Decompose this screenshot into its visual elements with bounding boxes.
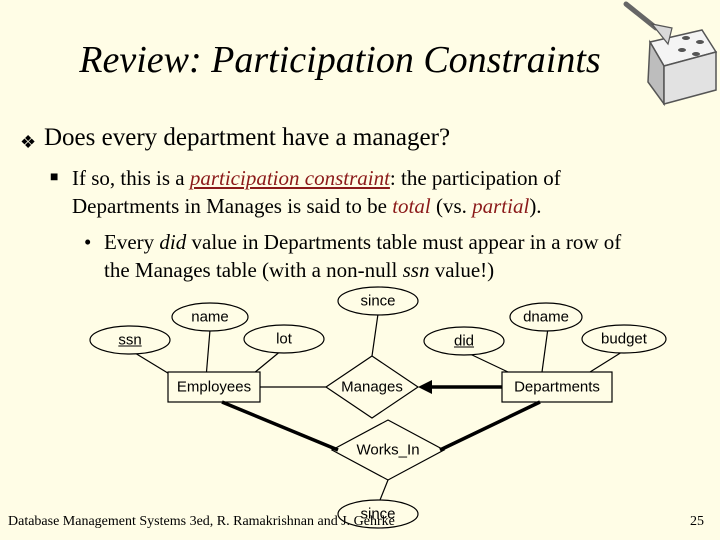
attr-lot xyxy=(243,324,325,354)
page-number: 25 xyxy=(690,514,704,529)
bullet-diamond-icon: ❖ xyxy=(20,132,37,152)
attr-since-top xyxy=(337,286,419,316)
attr-ssn xyxy=(89,325,171,355)
partial-term: partial xyxy=(472,194,530,218)
attr-dname xyxy=(509,302,583,332)
bullet-participation-line1: If so, this is a participation constrain… xyxy=(72,166,561,190)
label-name: name xyxy=(191,308,229,326)
bullet-participation-line2: Departments in Manages is said to be tot… xyxy=(72,194,542,218)
label-since-top: since xyxy=(360,292,396,310)
label-since-bottom: since xyxy=(360,505,396,523)
attr-budget xyxy=(581,324,667,354)
participation-constraint-term: participation constraint xyxy=(189,166,390,190)
relationship-manages xyxy=(324,355,420,419)
cube-with-trowel-icon xyxy=(623,1,718,107)
slide-title: Review: Participation Constraints xyxy=(79,39,601,81)
label-dname: dname xyxy=(523,308,569,326)
attr-did xyxy=(423,326,505,356)
label-departments: Departments xyxy=(514,378,600,396)
attr-name xyxy=(171,302,249,332)
bullet-square-icon: ■ xyxy=(50,170,59,185)
label-manages: Manages xyxy=(341,378,403,396)
label-lot: lot xyxy=(276,330,292,348)
label-budget: budget xyxy=(601,330,647,348)
bullet-did-line1: Every did value in Departments table mus… xyxy=(104,230,622,254)
total-term: total xyxy=(392,194,431,218)
arrow-head-icon xyxy=(418,380,432,394)
footer-credit: Database Management Systems 3ed, R. Rama… xyxy=(8,514,395,529)
entity-departments xyxy=(501,371,613,403)
label-did: did xyxy=(453,332,475,350)
label-employees: Employees xyxy=(176,378,252,396)
bullet-did-line2: the Manages table (with a non-null ssn v… xyxy=(104,258,495,282)
attr-since-bottom xyxy=(337,499,419,529)
bullet-question: Does every department have a manager? xyxy=(44,124,451,151)
label-works-in: Works_In xyxy=(356,441,420,459)
label-ssn: ssn xyxy=(118,331,142,349)
bullet-dot-icon: • xyxy=(84,230,92,254)
